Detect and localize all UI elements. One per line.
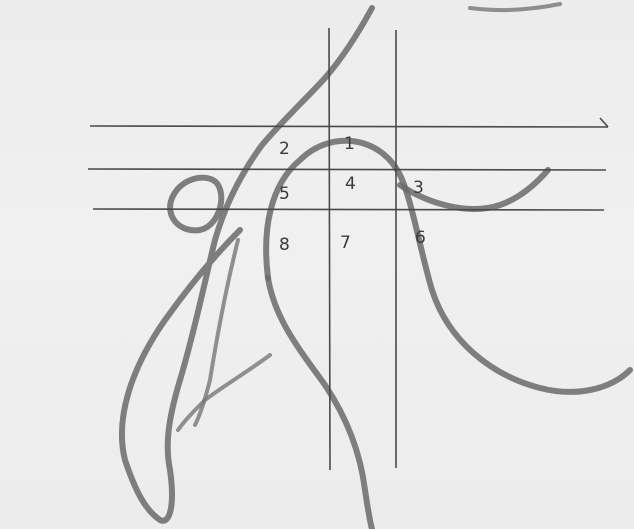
sketch-inner-left [195, 240, 238, 425]
horizontal-line-top-tick [600, 118, 608, 127]
zone-label-5: 5 [279, 186, 290, 203]
sketch-outline [122, 4, 630, 529]
sketch-top-arc [470, 4, 560, 10]
horizontal-line-bottom [93, 209, 604, 210]
zone-label-8: 8 [279, 237, 290, 254]
horizontal-line-middle [88, 169, 606, 170]
zone-label-7: 7 [340, 235, 351, 252]
sketch-loop [170, 178, 221, 231]
zone-label-3: 3 [413, 180, 424, 197]
zone-label-1: 1 [344, 136, 355, 153]
zone-label-6: 6 [415, 230, 426, 247]
vertical-line-left [329, 28, 330, 470]
zone-label-2: 2 [279, 141, 290, 158]
sketch-long-strand [122, 8, 372, 521]
sketch-lower-strand [268, 278, 372, 529]
zone-label-4: 4 [345, 176, 356, 193]
sketch-arch [266, 141, 630, 392]
horizontal-line-top [90, 126, 608, 127]
sketch-branch [178, 355, 270, 430]
